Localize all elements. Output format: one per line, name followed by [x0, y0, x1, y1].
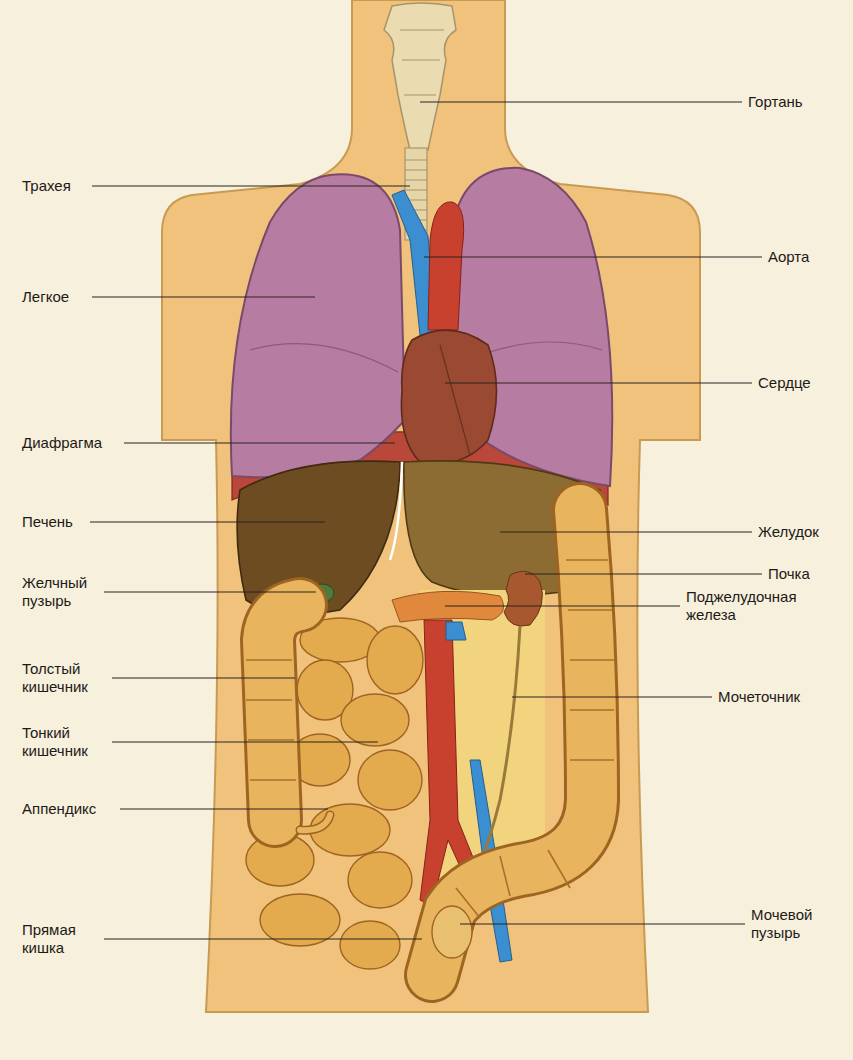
organ-label: Аорта — [768, 248, 809, 266]
liver-divider — [390, 462, 402, 560]
intestine-loop — [367, 626, 423, 694]
organ-label: Аппендикс — [22, 800, 96, 818]
larynx-shape — [384, 3, 456, 150]
leader-line — [424, 256, 762, 257]
leader-line — [120, 808, 328, 809]
heart-detail — [440, 345, 470, 455]
leader-line — [512, 696, 712, 697]
organ-label: Мочевой пузырь — [751, 906, 846, 942]
leader-line — [420, 101, 742, 102]
intestine-loop — [260, 894, 340, 946]
appendix-shape — [300, 815, 330, 830]
organ-label: Диафрагма — [22, 434, 102, 452]
kidney-shape — [504, 571, 542, 626]
aorta-arch — [428, 202, 464, 330]
leader-line — [112, 741, 378, 742]
leader-line — [525, 573, 762, 574]
intestine-loop — [340, 921, 400, 969]
organ-label: Почка — [768, 565, 810, 583]
leader-line — [92, 185, 410, 186]
bladder-shape — [432, 906, 472, 958]
colon-haustra — [246, 560, 614, 918]
organ-label: Прямая кишка — [22, 921, 102, 957]
leader-line — [92, 296, 315, 297]
organ-label: Поджелудочная железа — [686, 588, 826, 624]
torso-outline — [162, 0, 700, 1012]
leader-lines — [90, 102, 762, 939]
organ-label: Легкое — [22, 288, 69, 306]
leader-line — [460, 923, 745, 924]
vein-shape — [446, 622, 466, 640]
leader-line — [500, 531, 752, 532]
larynx-detail — [400, 30, 444, 95]
organ-label: Тонкий кишечник — [22, 724, 112, 760]
intestine-loop — [358, 750, 422, 810]
organ-label: Сердце — [758, 374, 811, 392]
organ-label: Мочеточник — [718, 688, 800, 706]
leader-line — [112, 677, 295, 678]
leader-line — [104, 591, 316, 592]
organ-label: Желудок — [758, 523, 819, 541]
leader-line — [445, 605, 680, 606]
intestine-loop — [348, 852, 412, 908]
leader-line — [104, 938, 422, 939]
heart-shape — [401, 330, 496, 464]
organ-label: Трахея — [22, 177, 71, 195]
organ-label: Толстый кишечник — [22, 660, 112, 696]
leader-line — [445, 382, 752, 383]
organ-label: Печень — [22, 513, 73, 531]
lung-shape — [231, 174, 405, 477]
organ-label: Желчный пузырь — [22, 574, 102, 610]
pancreas-shape — [392, 591, 504, 622]
organ-label: Гортань — [748, 93, 803, 111]
leader-line — [90, 521, 325, 522]
leader-line — [124, 442, 395, 443]
appendix-shape — [300, 815, 330, 830]
intestine-loop — [341, 694, 409, 746]
